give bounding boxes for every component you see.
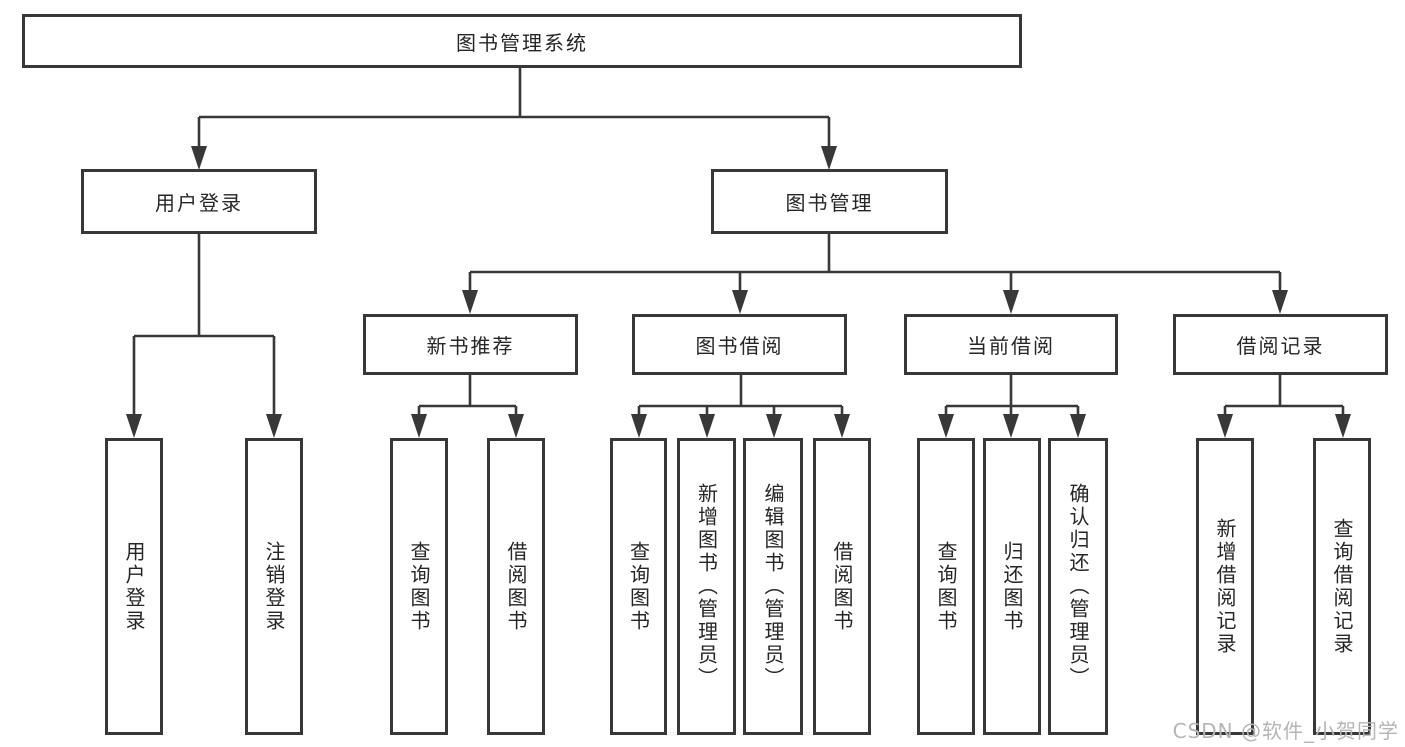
leaf-logout: 注销登录	[245, 438, 303, 735]
edge-currentborrow-to-leaves	[944, 375, 1080, 416]
leaf-borrow-books-borrowing: 借阅图书	[813, 438, 871, 735]
node-library-system: 图书管理系统	[22, 14, 1022, 68]
leaf-edit-book-admin: 编辑图书（管理员）	[743, 438, 803, 735]
leaf-borrow-books-recommendation: 借阅图书	[487, 438, 545, 735]
leaf-add-book-admin: 新增图书（管理员）	[677, 438, 736, 735]
node-borrowing-records: 借阅记录	[1173, 314, 1388, 375]
edge-bookmgmt-to-level3	[468, 234, 1282, 291]
leaf-query-borrow-record: 查询借阅记录	[1313, 438, 1371, 735]
leaf-query-books-current: 查询图书	[917, 438, 975, 735]
node-book-management: 图书管理	[711, 169, 948, 234]
edge-bookborrow-to-leaves	[637, 375, 844, 416]
edge-userlogin-to-leaves	[132, 234, 276, 415]
node-current-borrowing: 当前借阅	[904, 314, 1118, 375]
csdn-watermark: CSDN @软件_小贺同学	[1172, 719, 1399, 743]
edge-newbookrec-to-leaves	[417, 375, 518, 416]
leaf-user-login: 用户登录	[105, 438, 163, 735]
edge-root-to-level2	[197, 68, 831, 147]
leaf-confirm-return-admin: 确认归还（管理员）	[1048, 438, 1108, 735]
node-book-borrowing: 图书借阅	[632, 314, 847, 375]
leaf-add-borrow-record: 新增借阅记录	[1196, 438, 1254, 735]
edge-borrowrecords-to-leaves	[1223, 375, 1345, 416]
node-user-login: 用户登录	[81, 169, 317, 234]
leaf-return-book: 归还图书	[983, 438, 1041, 735]
leaf-query-books-recommendation: 查询图书	[390, 438, 448, 735]
node-new-book-recommendation: 新书推荐	[363, 314, 578, 375]
leaf-query-books-borrowing: 查询图书	[610, 438, 667, 735]
